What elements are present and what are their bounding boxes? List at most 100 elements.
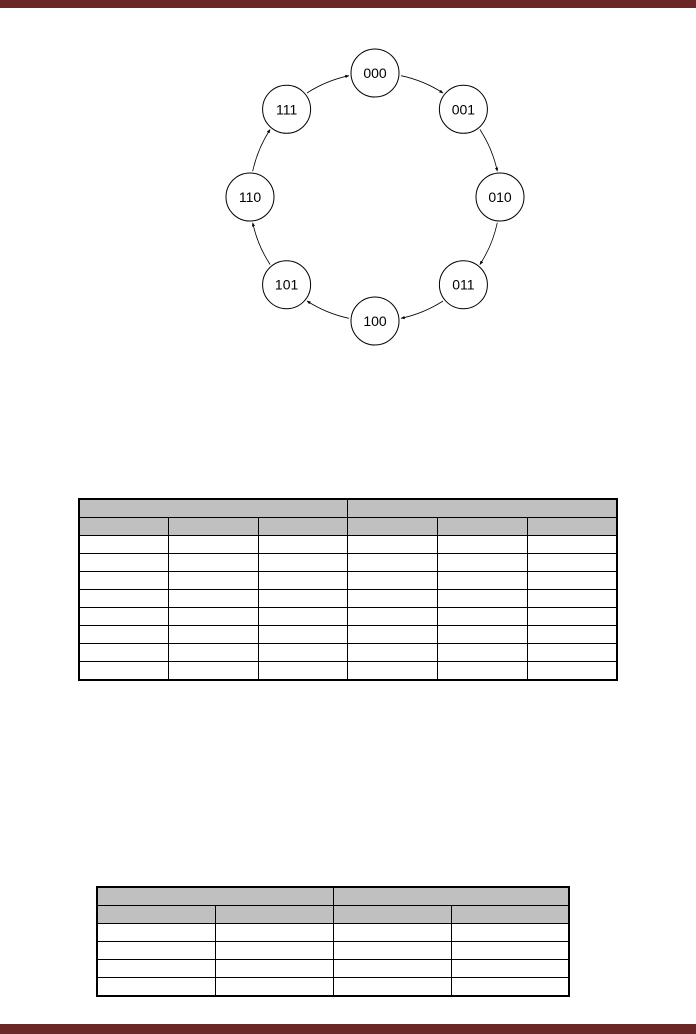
table-cell: [168, 571, 259, 590]
column-header-row: [96, 905, 570, 924]
table-cell: [168, 643, 259, 662]
table-row: [78, 553, 618, 572]
table-cell: [257, 607, 349, 626]
table-cell: [526, 643, 618, 662]
table-cell: [347, 643, 439, 662]
state-node-100: 100: [350, 296, 400, 346]
table-cell: [526, 607, 618, 626]
state-label: 011: [452, 277, 475, 293]
table-cell: [96, 941, 216, 960]
table-cell: [437, 553, 528, 572]
table-cell: [78, 535, 170, 554]
table-cell: [78, 571, 170, 590]
table-cell: [526, 661, 618, 681]
table-cell: [526, 553, 618, 572]
page-top-bar: [0, 0, 696, 8]
state-label: 001: [452, 101, 476, 117]
state-label: 010: [488, 189, 512, 205]
table-cell: [257, 661, 349, 681]
state-circle: [475, 172, 525, 222]
table-cell: [437, 643, 528, 662]
column-header-cell: [450, 905, 570, 924]
column-header-cell: [526, 517, 618, 536]
column-header-cell: [168, 517, 259, 536]
table-cell: [347, 571, 439, 590]
table-cell: [78, 589, 170, 608]
table-cell: [347, 589, 439, 608]
state-diagram: 000 001 010 011 100 101 110 111: [225, 48, 525, 346]
state-circle: [262, 260, 312, 310]
state-node-000: 000: [350, 48, 400, 98]
column-header-row: [78, 517, 618, 536]
table-cell: [96, 977, 216, 997]
transition-arrow-001-to-010: [479, 129, 499, 172]
transition-arrow-010-to-011: [479, 222, 498, 265]
table-cell: [78, 643, 170, 662]
table-cell: [332, 941, 452, 960]
table-cell: [437, 661, 528, 681]
table-cell: [257, 535, 349, 554]
column-header-cell: [347, 517, 439, 536]
table-cell: [526, 625, 618, 644]
table-cell: [214, 959, 334, 978]
table-cell: [437, 607, 528, 626]
table-cell: [257, 643, 349, 662]
table-cell: [168, 535, 259, 554]
table-cell: [526, 589, 618, 608]
table-cell: [168, 625, 259, 644]
state-label: 000: [363, 65, 387, 81]
table-row: [78, 571, 618, 590]
table-row: [96, 959, 570, 978]
group-header-cell: [332, 886, 570, 906]
transition-arrow-110-to-111: [252, 129, 271, 172]
table-cell: [526, 535, 618, 554]
table-cell: [257, 589, 349, 608]
table-cell: [450, 977, 570, 997]
state-node-110: 110: [225, 172, 275, 222]
table-cell: [347, 625, 439, 644]
table-cell: [526, 571, 618, 590]
table-cell: [450, 923, 570, 942]
column-header-cell: [257, 517, 349, 536]
table-2: [96, 886, 570, 997]
transition-arrow-000-to-001: [401, 75, 444, 94]
column-header-cell: [96, 905, 216, 924]
state-nodes: 000 001 010 011 100 101 110 111: [225, 48, 525, 346]
table-cell: [437, 571, 528, 590]
state-node-111: 111: [262, 84, 312, 134]
state-circle: [225, 172, 275, 222]
group-header-row: [78, 498, 618, 518]
transition-arrow-101-to-110: [251, 222, 271, 265]
table-cell: [96, 959, 216, 978]
table-cell: [168, 661, 259, 681]
state-circle: [438, 84, 488, 134]
state-label: 111: [276, 101, 297, 117]
column-header-cell: [437, 517, 528, 536]
table-cell: [168, 607, 259, 626]
table-cell: [168, 589, 259, 608]
table-row: [78, 607, 618, 626]
state-node-101: 101: [262, 260, 312, 310]
group-header-cell: [78, 498, 349, 518]
transition-arrow-011-to-100: [400, 300, 444, 320]
state-node-001: 001: [438, 84, 488, 134]
table-cell: [347, 535, 439, 554]
transition-arrow-100-to-101: [306, 300, 349, 319]
transition-arrow-111-to-000: [306, 74, 350, 94]
table-cell: [332, 977, 452, 997]
group-header-row: [96, 886, 570, 906]
table-cell: [168, 553, 259, 572]
table-1: [78, 498, 618, 681]
table-cell: [78, 625, 170, 644]
table-row: [96, 941, 570, 960]
column-header-cell: [78, 517, 170, 536]
transition-edges: [251, 74, 499, 320]
column-header-cell: [214, 905, 334, 924]
state-label: 101: [275, 277, 299, 293]
table-row: [78, 589, 618, 608]
page-bottom-bar: [0, 1024, 696, 1034]
table-cell: [437, 589, 528, 608]
state-circle: [350, 296, 400, 346]
state-circle: [350, 48, 400, 98]
table-cell: [437, 535, 528, 554]
